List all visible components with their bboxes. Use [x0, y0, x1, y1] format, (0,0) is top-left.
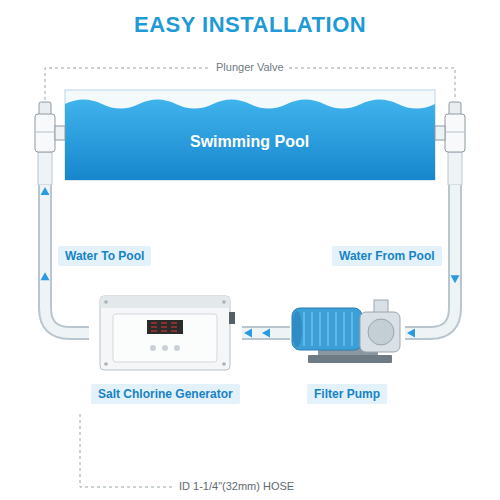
- pump-illustration-part: [368, 319, 394, 345]
- pump-illustration-part: [319, 312, 321, 346]
- pool-illustration-part: [65, 100, 435, 181]
- pump-illustration-part: [292, 311, 302, 347]
- pipe-body: [242, 328, 290, 338]
- hose-leader: [80, 414, 172, 487]
- pool-illustration-part-part: [38, 152, 52, 185]
- pool-shape: Swimming Pool: [20, 82, 480, 185]
- pool-illustration-part: [35, 102, 65, 185]
- salt-chlorine-generator: Salt Chlorine Generator: [89, 288, 242, 408]
- part-label: Plunger Valve: [211, 61, 289, 74]
- filter-pump: Filter Pump: [290, 288, 405, 408]
- pipe-connector: [242, 329, 290, 338]
- pool-illustration-part: [65, 90, 435, 180]
- pump-illustration-part: [308, 355, 392, 363]
- flow-arrow: [262, 329, 270, 338]
- node-label: Filter Pump: [307, 384, 387, 404]
- pump-illustration-part: [303, 312, 305, 346]
- generator-illustration-part: [222, 362, 226, 366]
- generator-illustration-part: [162, 345, 168, 351]
- pool-illustration-part-part: [55, 126, 65, 140]
- node-label: Swimming Pool: [190, 132, 309, 151]
- flow-arrow: [41, 187, 50, 195]
- generator-illustration-part: [222, 300, 226, 304]
- generator-illustration-part: [147, 320, 183, 334]
- pipe-outline: [242, 326, 290, 340]
- generator-illustration-part: [100, 296, 230, 370]
- pool-illustration-part-part: [445, 114, 465, 152]
- generator-illustration-part: [104, 362, 108, 366]
- flow-label: Water To Pool: [58, 246, 151, 266]
- pump-illustration-part: [343, 312, 345, 346]
- pump-illustration-part: [311, 312, 313, 346]
- flow-arrow: [451, 275, 460, 283]
- flow-arrow: [244, 329, 252, 338]
- dimension-label: ID 1-1/4"(32mm) HOSE: [176, 480, 297, 493]
- flow-arrow: [41, 272, 50, 280]
- pump-illustration-part: [351, 312, 353, 346]
- generator-illustration-part: [151, 323, 177, 331]
- pump-illustration-part: [360, 312, 400, 352]
- pool-illustration-part-part: [35, 132, 55, 133]
- pump-illustration-part: [292, 308, 362, 350]
- generator-illustration-part: [104, 300, 108, 304]
- pool-illustration-part-part: [445, 132, 465, 133]
- flow-arrow: [407, 329, 415, 338]
- pool-illustration-part: [435, 102, 465, 185]
- flow-label: Water From Pool: [332, 246, 442, 266]
- title: EASY INSTALLATION: [134, 12, 366, 38]
- generator-illustration-part: [113, 314, 217, 362]
- generator-illustration-part: [229, 312, 235, 324]
- pump-illustration-part: [327, 312, 329, 346]
- pool-illustration-part-part: [35, 114, 55, 152]
- pool-illustration-part-part: [435, 126, 445, 140]
- generator-illustration-part: [150, 345, 156, 351]
- generator-illustration-part: [100, 296, 230, 308]
- pool-illustration-part-part: [448, 152, 462, 185]
- generator-illustration-part: [174, 345, 180, 351]
- node-label: Salt Chlorine Generator: [91, 384, 240, 404]
- pump-illustration-part: [335, 312, 337, 346]
